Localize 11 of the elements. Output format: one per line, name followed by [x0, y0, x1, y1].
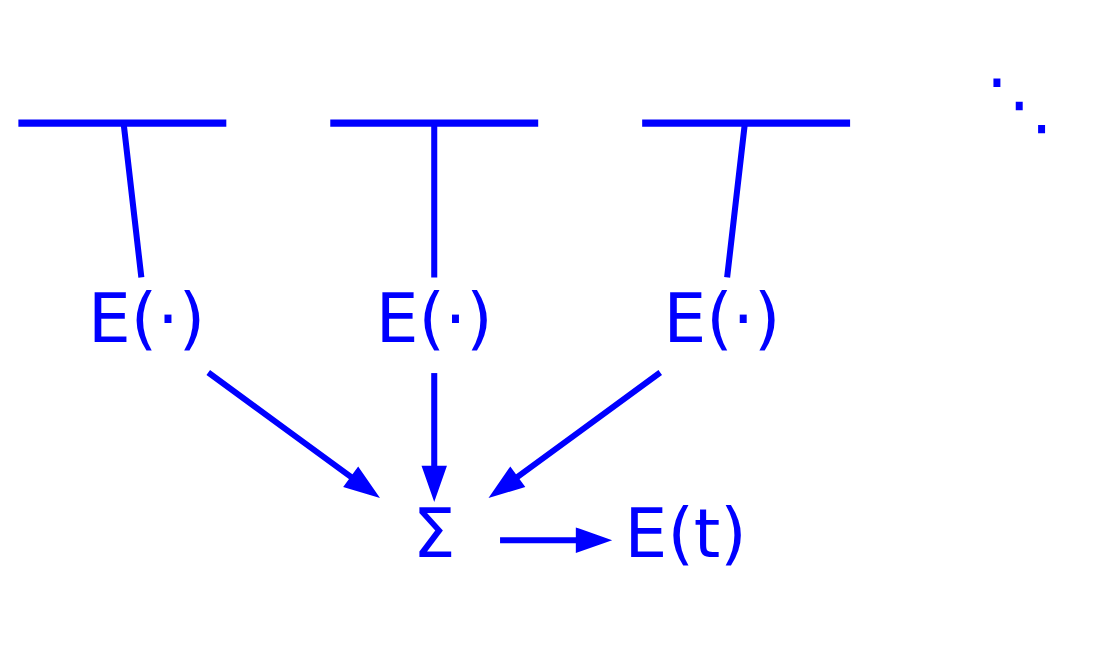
arrow — [500, 526, 613, 553]
arrow — [421, 372, 447, 502]
node-text: E(·) — [375, 278, 493, 358]
arrow — [206, 369, 380, 498]
node-text: E(·) — [87, 278, 206, 358]
node-text: E(t) — [624, 493, 747, 573]
arrow — [488, 369, 662, 498]
node-text: Σ — [412, 493, 456, 573]
node-text: E(·) — [663, 278, 781, 358]
connector — [431, 123, 438, 277]
label: ⋱ — [985, 63, 1054, 142]
